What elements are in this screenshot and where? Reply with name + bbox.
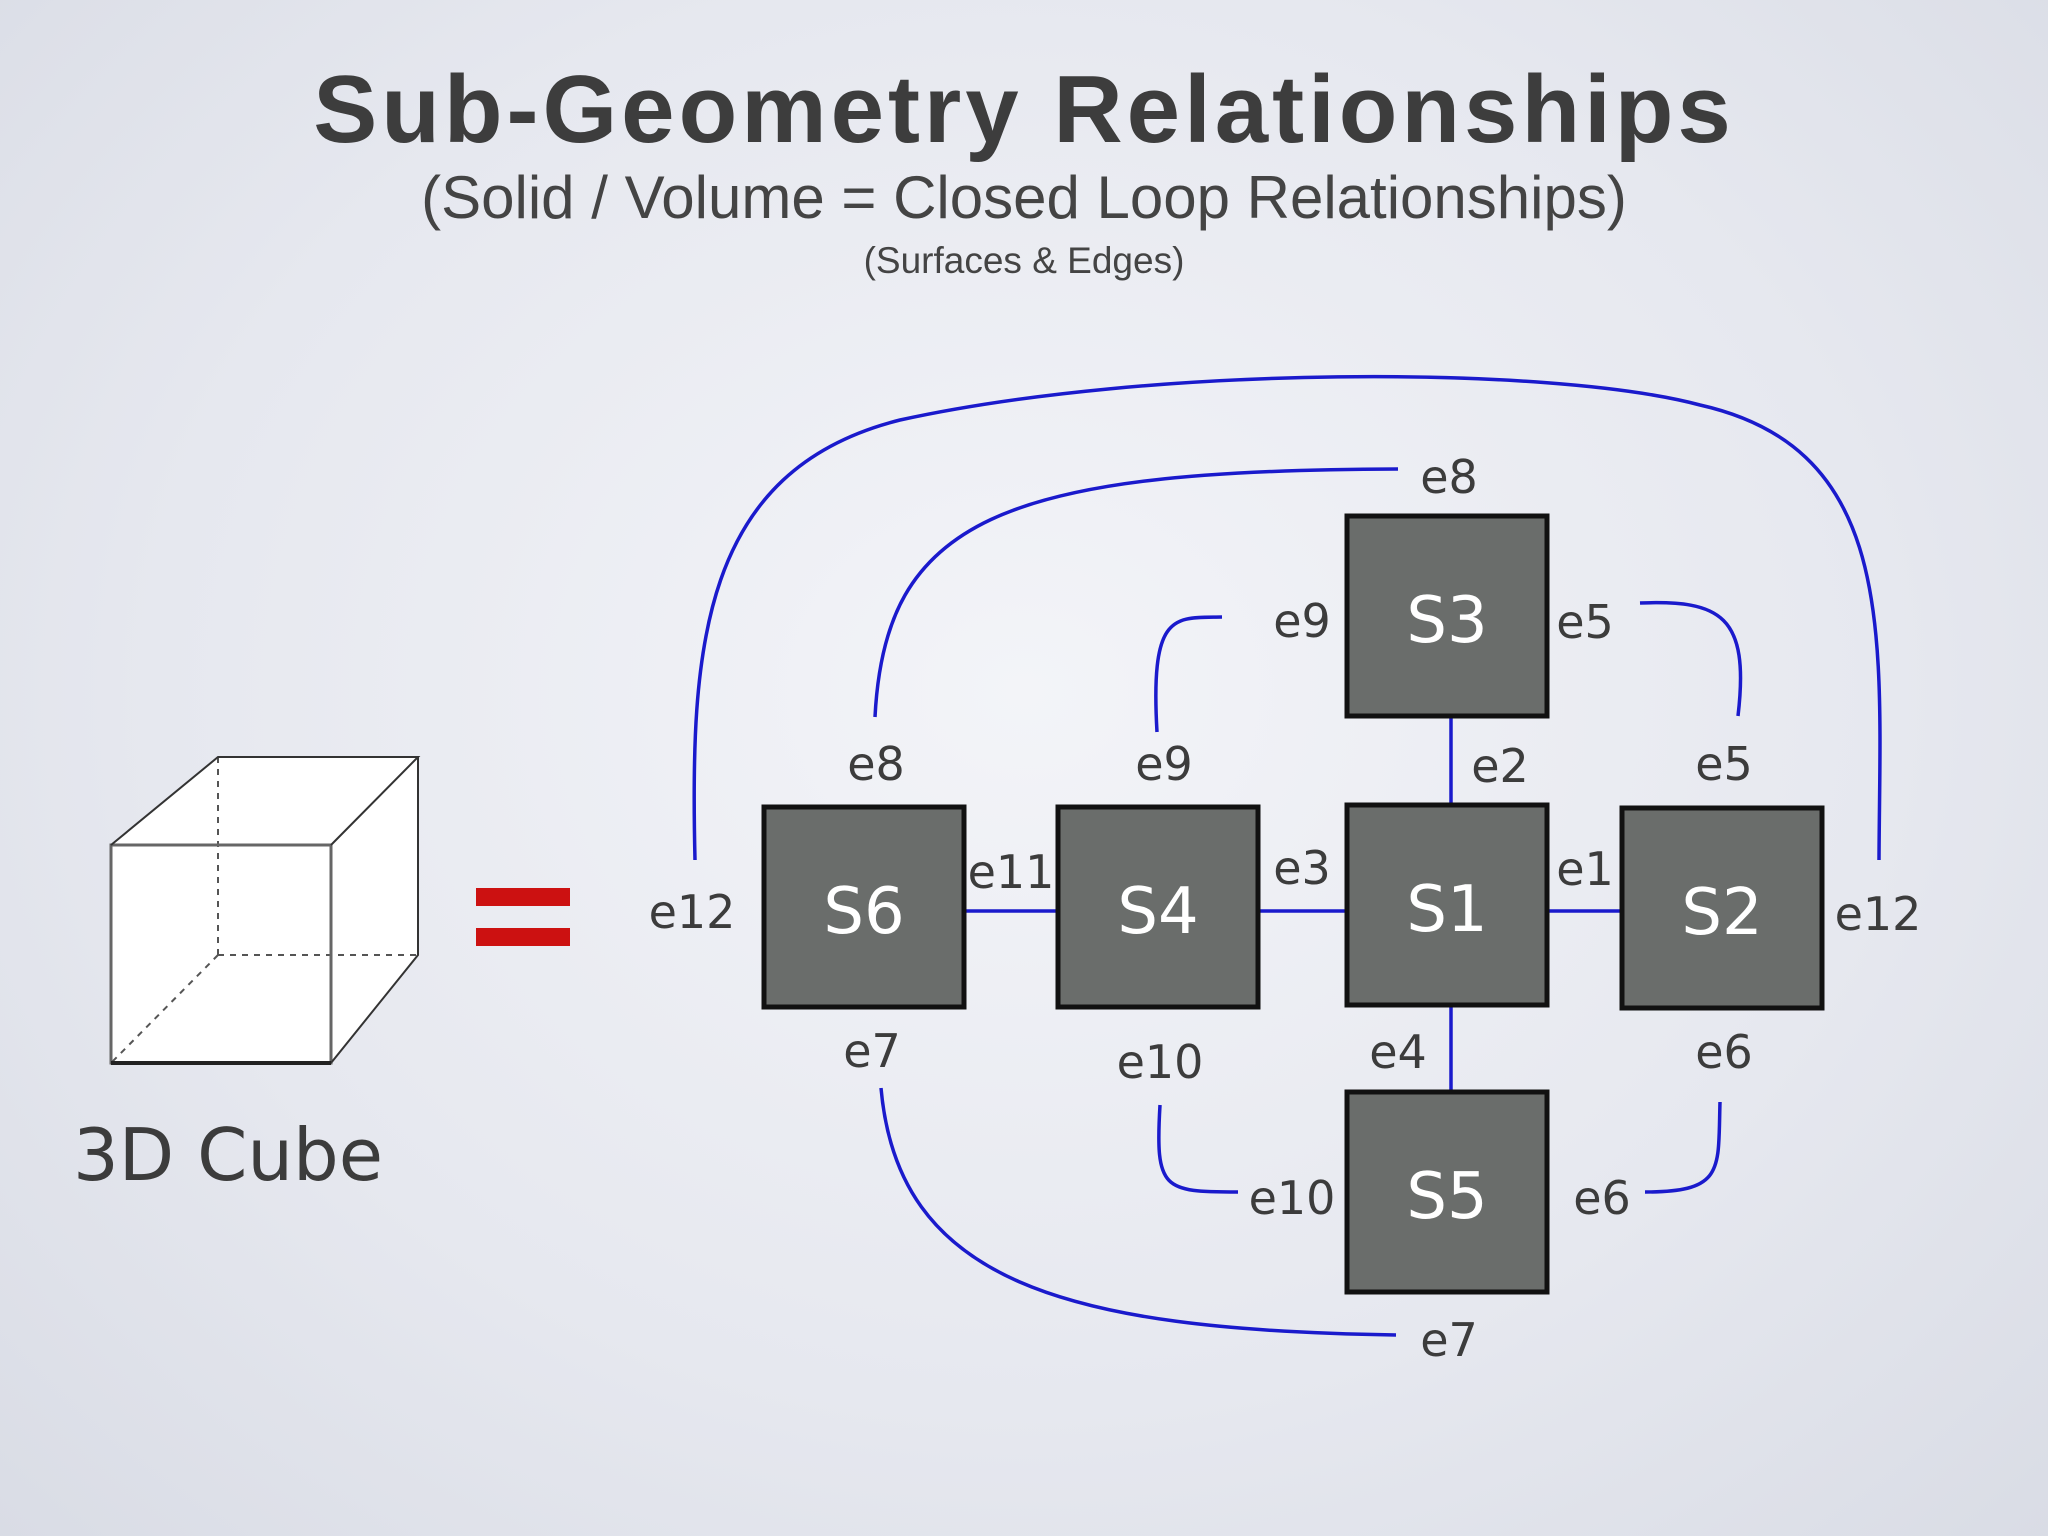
edge-label-e1: e1 bbox=[1556, 842, 1614, 896]
edge-label-e9-left: e9 bbox=[1135, 737, 1193, 791]
face-s4 bbox=[1055, 804, 1261, 1010]
cube-top-edges bbox=[110, 756, 421, 846]
edge-label-e5-right: e5 bbox=[1695, 737, 1753, 791]
connector-e6 bbox=[1644, 1101, 1722, 1194]
edge-label-e11: e11 bbox=[968, 845, 1055, 899]
edge-label-e2: e2 bbox=[1471, 739, 1529, 793]
edge-label-e8-top: e8 bbox=[1420, 450, 1478, 504]
face-label-s2: S2 bbox=[1681, 876, 1762, 950]
edge-label-e7-left: e7 bbox=[843, 1024, 901, 1078]
cube-illustration bbox=[109, 756, 421, 1065]
face-label-s4: S4 bbox=[1117, 875, 1198, 949]
edge-label-e5-top: e5 bbox=[1556, 595, 1614, 649]
edge-label-e12-left: e12 bbox=[649, 885, 736, 939]
face-s2 bbox=[1619, 805, 1825, 1011]
subtitle: (Solid / Volume = Closed Loop Relationsh… bbox=[421, 164, 1627, 231]
edge-label-e10-left: e10 bbox=[1117, 1035, 1204, 1089]
edge-label-e6-bottom: e6 bbox=[1573, 1171, 1631, 1225]
cube-side-edges bbox=[330, 757, 419, 1064]
connector-e8 bbox=[873, 467, 1399, 718]
cube-caption: 3D Cube bbox=[73, 1113, 383, 1197]
face-label-s1: S1 bbox=[1406, 873, 1487, 947]
face-s5 bbox=[1344, 1089, 1550, 1295]
edge-label-e7-bottom: e7 bbox=[1420, 1313, 1478, 1367]
face-label-s5: S5 bbox=[1406, 1160, 1487, 1234]
face-s6 bbox=[761, 804, 967, 1010]
cube-hidden-edge bbox=[110, 954, 219, 1064]
cube-top-face bbox=[111, 757, 418, 845]
subsubtitle: (Surfaces & Edges) bbox=[863, 240, 1185, 281]
edge-connectors bbox=[692, 374, 1882, 1337]
edge-label-e3: e3 bbox=[1273, 841, 1331, 895]
edge-label-e12-right: e12 bbox=[1835, 887, 1922, 941]
equals-sign bbox=[476, 888, 570, 946]
edge-label-e9-top: e9 bbox=[1273, 594, 1331, 648]
face-labels: S6 S4 S1 S2 S3 S5 bbox=[823, 584, 1762, 1234]
connector-e12 bbox=[692, 374, 1882, 861]
edge-label-e10-bottom: e10 bbox=[1249, 1171, 1336, 1225]
face-label-s3: S3 bbox=[1406, 584, 1487, 658]
edge-label-e6-right: e6 bbox=[1695, 1025, 1753, 1079]
edge-label-e8-left: e8 bbox=[847, 737, 905, 791]
face-s1 bbox=[1344, 802, 1550, 1008]
page-title: Sub-Geometry Relationships bbox=[313, 56, 1735, 163]
faces bbox=[761, 513, 1825, 1295]
connector-e9 bbox=[1154, 615, 1223, 733]
connector-e5 bbox=[1639, 600, 1743, 717]
face-label-s6: S6 bbox=[823, 875, 904, 949]
edge-labels: e8 e9 e5 e8 e9 e2 e5 e11 e3 e1 e12 e12 e… bbox=[649, 450, 1922, 1367]
cube-side-face bbox=[331, 757, 418, 1063]
connector-e10 bbox=[1157, 1104, 1239, 1194]
face-s3 bbox=[1344, 513, 1550, 719]
connector-e7 bbox=[879, 1087, 1397, 1337]
edge-label-e4: e4 bbox=[1369, 1025, 1427, 1079]
